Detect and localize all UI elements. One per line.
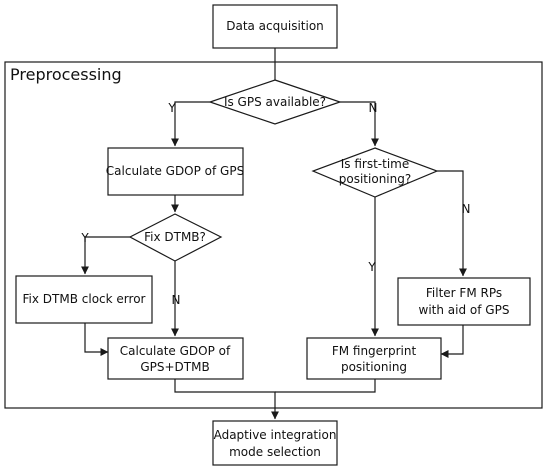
edge-label-gps-yes: Y <box>167 101 176 115</box>
edge-filter-to-fm-fp <box>440 325 464 358</box>
node-data-acquisition-label: Data acquisition <box>226 19 324 33</box>
node-fix-dtmb-clock-label: Fix DTMB clock error <box>23 292 146 306</box>
decision-gps-available-label: Is GPS available? <box>224 95 326 109</box>
edge-label-dtmb-no: N <box>172 293 181 307</box>
node-data-acquisition: Data acquisition <box>212 4 338 49</box>
node-calc-gdop-gps-dtmb: Calculate GDOP of GPS+DTMB <box>107 337 244 380</box>
edge-label-first-no: N <box>462 202 471 216</box>
node-fm-fingerprint: FM fingerprint positioning <box>306 337 442 380</box>
edge-dtmb-yes <box>81 236 130 275</box>
edge-labels: Y N Y N Y N <box>80 101 470 307</box>
edge-label-dtmb-yes: Y <box>80 231 89 245</box>
node-calc-gdop-gps-dtmb-line1: Calculate GDOP of <box>120 344 231 358</box>
decision-first-time-line1: Is first-time <box>341 157 410 171</box>
edge-gps-no <box>340 101 379 147</box>
node-adaptive-integration-line2: mode selection <box>229 445 321 459</box>
node-calc-gdop-gps: Calculate GDOP of GPS <box>106 147 244 196</box>
decision-fix-dtmb: Fix DTMB? <box>128 213 223 262</box>
edge-fm-fp-to-adaptive <box>275 379 376 393</box>
node-adaptive-integration-line1: Adaptive integration <box>214 428 337 442</box>
node-calc-gdop-gps-label: Calculate GDOP of GPS <box>106 164 244 178</box>
preprocessing-group-label: Preprocessing <box>10 65 122 84</box>
node-fm-fingerprint-line1: FM fingerprint <box>332 344 417 358</box>
node-filter-fm-rps-line1: Filter FM RPs <box>426 286 502 300</box>
edge-gdop-dtmb-to-adaptive <box>174 379 279 420</box>
edge-first-no <box>437 170 467 277</box>
node-filter-fm-rps-line2: with aid of GPS <box>419 303 510 317</box>
decision-first-time-positioning: Is first-time positioning? <box>311 147 439 198</box>
decision-fix-dtmb-label: Fix DTMB? <box>144 230 206 244</box>
edge-label-gps-no: N <box>369 101 378 115</box>
edge-label-first-yes: Y <box>367 260 376 274</box>
node-filter-fm-rps: Filter FM RPs with aid of GPS <box>397 277 531 326</box>
decision-first-time-line2: positioning? <box>339 172 411 186</box>
node-adaptive-integration: Adaptive integration mode selection <box>212 420 338 466</box>
node-fix-dtmb-clock: Fix DTMB clock error <box>15 275 153 324</box>
node-calc-gdop-gps-dtmb-line2: GPS+DTMB <box>140 360 209 374</box>
edge-gps-yes <box>171 101 210 147</box>
decision-gps-available: Is GPS available? <box>208 79 342 125</box>
node-fm-fingerprint-line2: positioning <box>341 360 407 374</box>
edge-clock-to-gdop-dtmb <box>84 323 109 356</box>
